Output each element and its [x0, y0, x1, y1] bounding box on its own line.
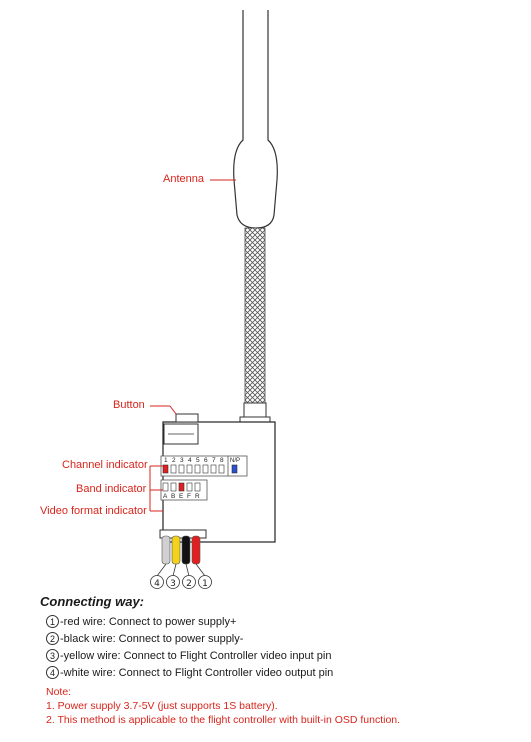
channel-digit-6: 6	[204, 457, 208, 464]
channel-led-2	[170, 464, 177, 474]
channel-led-4	[186, 464, 193, 474]
channel-digit-2: 2	[172, 457, 176, 464]
circled-number: 2	[46, 632, 59, 645]
pin-number: 2	[186, 579, 192, 589]
band-led-E	[178, 482, 185, 492]
band-letter-E: E	[179, 493, 184, 500]
video-format-indicator-label: Video format indicator	[40, 505, 147, 517]
band-led-A	[162, 482, 169, 492]
band-indicator-label: Band indicator	[76, 483, 147, 495]
note-title: Note:	[46, 686, 72, 698]
pin-number-circle	[166, 575, 180, 589]
band-letter-A: A	[163, 493, 168, 500]
wire-instruction-3: 3-yellow wire: Connect to Flight Control…	[46, 649, 331, 662]
button-label: Button	[113, 399, 145, 411]
channel-led-1	[162, 464, 169, 474]
channel-led-5	[194, 464, 201, 474]
pin-number-circle	[182, 575, 196, 589]
wire-red	[191, 535, 201, 565]
channel-digit-8: 8	[220, 457, 224, 464]
band-led-B	[170, 482, 177, 492]
antenna-label: Antenna	[163, 173, 204, 185]
channel-digit-1: 1	[164, 457, 168, 464]
pin-number-circle	[150, 575, 164, 589]
band-letter-R: R	[195, 493, 200, 500]
channel-digit-7: 7	[212, 457, 216, 464]
channel-digit-3: 3	[180, 457, 184, 464]
channel-led-8	[218, 464, 225, 474]
wire-black	[181, 535, 191, 565]
wire-yellow	[171, 535, 181, 565]
channel-led-3	[178, 464, 185, 474]
antenna-connector	[243, 402, 267, 418]
note-line-2: 2. This method is applicable to the flig…	[46, 714, 401, 726]
band-letter-F: F	[187, 493, 191, 500]
circled-number: 3	[46, 649, 59, 662]
antenna	[233, 10, 278, 441]
note-line-1: 1. Power supply 3.7-5V (just supports 1S…	[46, 700, 278, 712]
pin-number: 4	[154, 579, 160, 589]
button-part	[163, 413, 199, 445]
wire-instruction-1: 1-red wire: Connect to power supply+	[46, 615, 236, 628]
pin-number-circle	[198, 575, 212, 589]
pin-number: 3	[170, 579, 176, 589]
band-led-F	[186, 482, 193, 492]
wire-white	[161, 535, 171, 565]
channel-digit-4: 4	[188, 457, 192, 464]
band-letter-B: B	[171, 493, 175, 500]
wire-instruction-2: 2-black wire: Connect to power supply-	[46, 632, 243, 645]
circled-number: 1	[46, 615, 59, 628]
np-label: N/P	[230, 458, 240, 464]
wire-instruction-4: 4-white wire: Connect to Flight Controll…	[46, 666, 333, 679]
connecting-way-heading: Connecting way:	[40, 594, 145, 609]
band-led-R	[194, 482, 201, 492]
channel-led-7	[210, 464, 217, 474]
channel-digit-5: 5	[196, 457, 200, 464]
circled-number: 4	[46, 666, 59, 679]
antenna-cable	[244, 227, 266, 404]
np-led	[231, 464, 238, 474]
pin-number: 1	[202, 579, 208, 589]
channel-led-6	[202, 464, 209, 474]
channel-indicator-label: Channel indicator	[62, 459, 148, 471]
